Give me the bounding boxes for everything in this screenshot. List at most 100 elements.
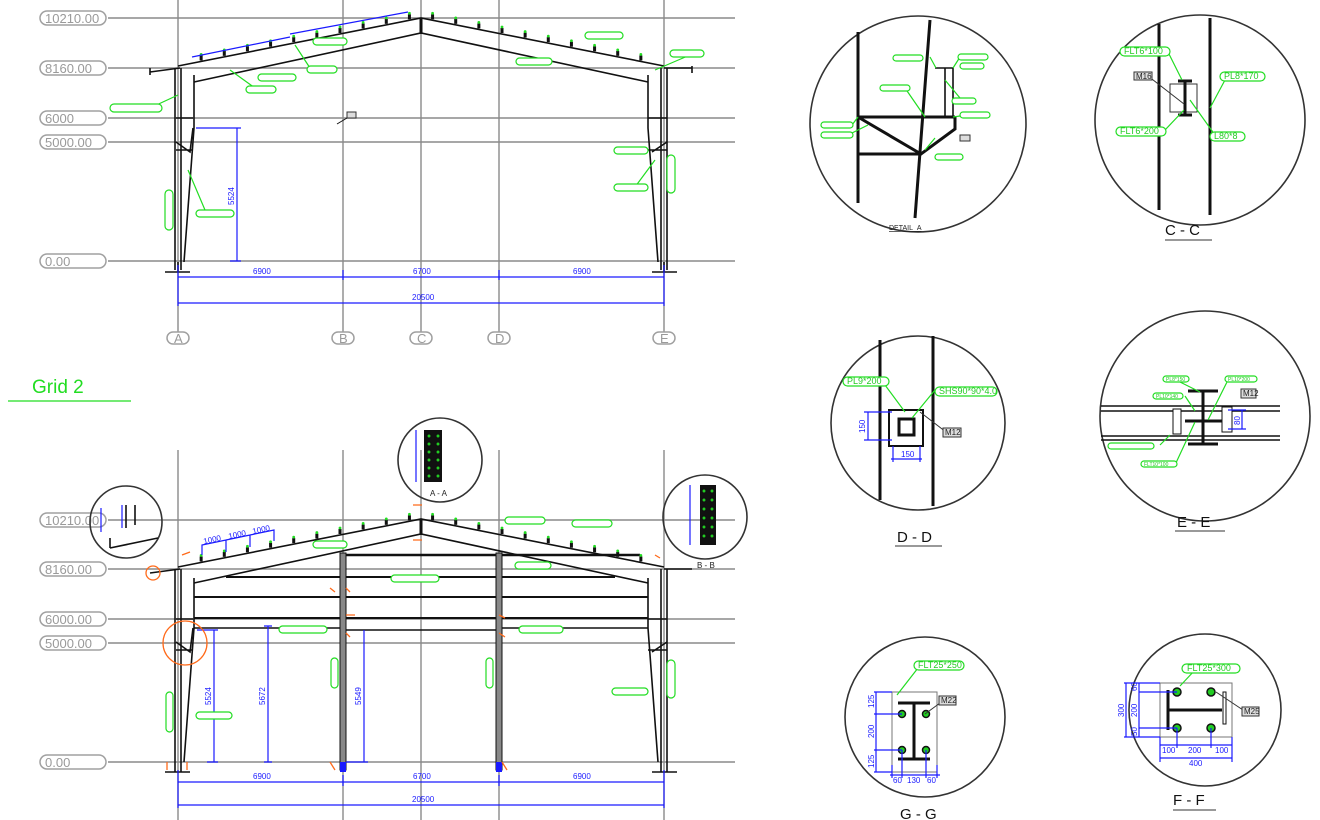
span-dim: 6900 xyxy=(253,772,271,781)
section-title: C - C xyxy=(1165,222,1200,239)
purlin xyxy=(338,28,342,33)
level-marker xyxy=(39,561,107,577)
dim: 400 xyxy=(1189,759,1203,768)
bolt-marker xyxy=(454,16,458,20)
detail-label-b-b: B - B xyxy=(697,561,715,570)
bolt-marker xyxy=(338,526,342,530)
gg-label: FLT25*250 xyxy=(918,660,962,670)
bolt-marker xyxy=(616,48,620,52)
dimension-lines: 6900 6700 6900 20500 5524 5672 5549 1000… xyxy=(177,523,665,808)
bolt-marker xyxy=(315,531,319,534)
grid-axis-bubble xyxy=(487,331,511,345)
level-label: 8160.00 xyxy=(45,61,92,76)
section-title: G - G xyxy=(900,806,937,820)
member-labels xyxy=(109,31,705,231)
purlin xyxy=(199,556,203,562)
dim: 200 xyxy=(867,724,876,738)
section-title: D - D xyxy=(897,529,932,546)
purlin xyxy=(454,18,458,24)
bolt-marker xyxy=(361,21,365,24)
bolt xyxy=(426,465,432,471)
purlin xyxy=(546,37,550,43)
level-label: 5000.00 xyxy=(45,135,92,150)
bolt xyxy=(426,473,432,479)
section-c-c: FLT6*100 PL8*170 FLT6*200 L80*8 M16 C - … xyxy=(1094,14,1306,241)
detail-a-title: DETAIL_A xyxy=(889,225,922,232)
bolt xyxy=(426,457,432,463)
bolt xyxy=(426,433,432,439)
purlin xyxy=(245,547,249,553)
purlin xyxy=(199,55,203,61)
bolt-marker xyxy=(477,522,481,525)
level-marker xyxy=(39,754,107,770)
height-dim: 5524 xyxy=(204,687,213,705)
steel-frame xyxy=(149,11,693,273)
bolt-marker xyxy=(431,11,434,15)
dim: 60 xyxy=(927,776,936,785)
dim: 60 xyxy=(893,776,902,785)
grid-axis-label: A xyxy=(174,331,183,346)
level-label: 10210.00 xyxy=(45,513,99,528)
level-label: 5000.00 xyxy=(45,636,92,651)
purlin xyxy=(639,55,643,61)
bolt-marker xyxy=(570,540,573,544)
purlin xyxy=(292,37,296,43)
dim: 200 xyxy=(1130,703,1139,717)
purlin xyxy=(292,538,296,544)
level-label: 0.00 xyxy=(45,254,70,269)
section-title: F - F xyxy=(1173,792,1205,809)
bolt-marker xyxy=(384,517,388,521)
bolt-tag: M22 xyxy=(941,696,957,705)
ee-label: FLT10*100 xyxy=(1144,462,1169,468)
total-dim: 20500 xyxy=(412,795,435,804)
bolt xyxy=(435,457,441,463)
bolt-marker xyxy=(523,531,527,534)
cc-label: FLT6*100 xyxy=(1124,46,1163,56)
bolt-marker xyxy=(269,540,272,544)
level-label: 0.00 xyxy=(45,755,70,770)
dd-label: SHS90*90*4.0 xyxy=(939,386,997,396)
section-title: E - E xyxy=(1177,514,1210,531)
bolt-marker xyxy=(523,30,527,33)
purlin xyxy=(361,23,365,29)
bolt xyxy=(709,497,715,503)
bolt xyxy=(709,533,715,539)
purlin-dim: 1000 xyxy=(203,533,223,546)
level-marker xyxy=(39,10,107,26)
bolt-marker xyxy=(246,544,249,548)
bolt-marker xyxy=(384,16,388,20)
bolt xyxy=(701,488,707,494)
grid-axis-bubble xyxy=(331,331,355,345)
dim: 150 xyxy=(901,450,915,459)
purlin xyxy=(639,556,643,562)
bolt-tag: M12 xyxy=(1243,389,1259,398)
dim: 100 xyxy=(1215,746,1229,755)
bolt xyxy=(701,533,707,539)
purlin xyxy=(477,23,481,29)
purlin xyxy=(269,41,273,47)
bolt-marker xyxy=(292,34,296,38)
height-dim: 5549 xyxy=(354,687,363,705)
level-marker xyxy=(39,611,107,627)
section-e-e: 80 PL8*150 PL10*200 PL10*140 FLT10*100 M… xyxy=(1099,310,1311,532)
grid2-title: Grid 2 xyxy=(32,377,84,398)
bolt-marker xyxy=(222,549,226,553)
purlin xyxy=(454,519,458,525)
bolt-tag: M12 xyxy=(945,428,961,437)
dim: 130 xyxy=(907,776,921,785)
purlin xyxy=(222,551,226,557)
bolt xyxy=(709,488,715,494)
dimension-lines: 6900 6700 6900 20500 5524 xyxy=(177,11,665,306)
purlin xyxy=(431,515,435,521)
level-label: 8160.00 xyxy=(45,562,92,577)
purlin xyxy=(500,28,504,33)
bolt-marker xyxy=(408,11,411,15)
bolt-marker xyxy=(338,25,342,29)
bolt-tag: M25 xyxy=(1244,707,1260,716)
detail-label-a-a: A - A xyxy=(430,489,448,498)
grid-axis-bubble xyxy=(166,331,190,345)
dim: 150 xyxy=(858,419,867,433)
detail-bubble-eave xyxy=(89,485,163,559)
grid-axis-bubble xyxy=(409,331,433,345)
